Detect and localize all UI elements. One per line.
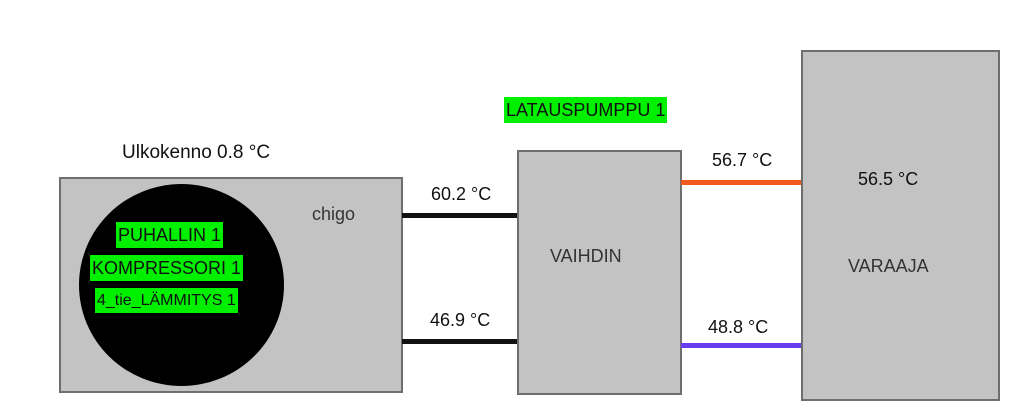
heat-exchanger-box (517, 150, 682, 395)
right-return-pipe (681, 343, 802, 348)
outdoor-temperature-label: Ulkokenno 0.8 °C (122, 142, 271, 163)
status-badge-4tie-lammitys: 4_tie_LÄMMITYS 1 (95, 288, 238, 313)
fan-circle-icon (79, 184, 284, 386)
left-return-temperature: 46.9 °C (430, 310, 491, 330)
left-supply-pipe (402, 213, 518, 218)
storage-tank-box (801, 50, 1000, 401)
right-return-temperature: 48.8 °C (708, 317, 769, 337)
status-badge-latauspumppu: LATAUSPUMPPU 1 (504, 97, 668, 123)
left-supply-temperature: 60.2 °C (431, 184, 492, 204)
right-supply-pipe (681, 180, 802, 185)
tank-label: VARAAJA (848, 256, 929, 276)
heat-exchanger-label: VAIHDIN (550, 246, 622, 266)
right-supply-temperature: 56.7 °C (712, 150, 773, 170)
status-badge-kompressori: KOMPRESSORI 1 (90, 255, 244, 281)
status-badge-puhallin: PUHALLIN 1 (116, 222, 224, 248)
outdoor-unit-brand: chigo (312, 204, 356, 224)
left-return-pipe (402, 339, 518, 344)
tank-temperature: 56.5 °C (858, 169, 919, 189)
